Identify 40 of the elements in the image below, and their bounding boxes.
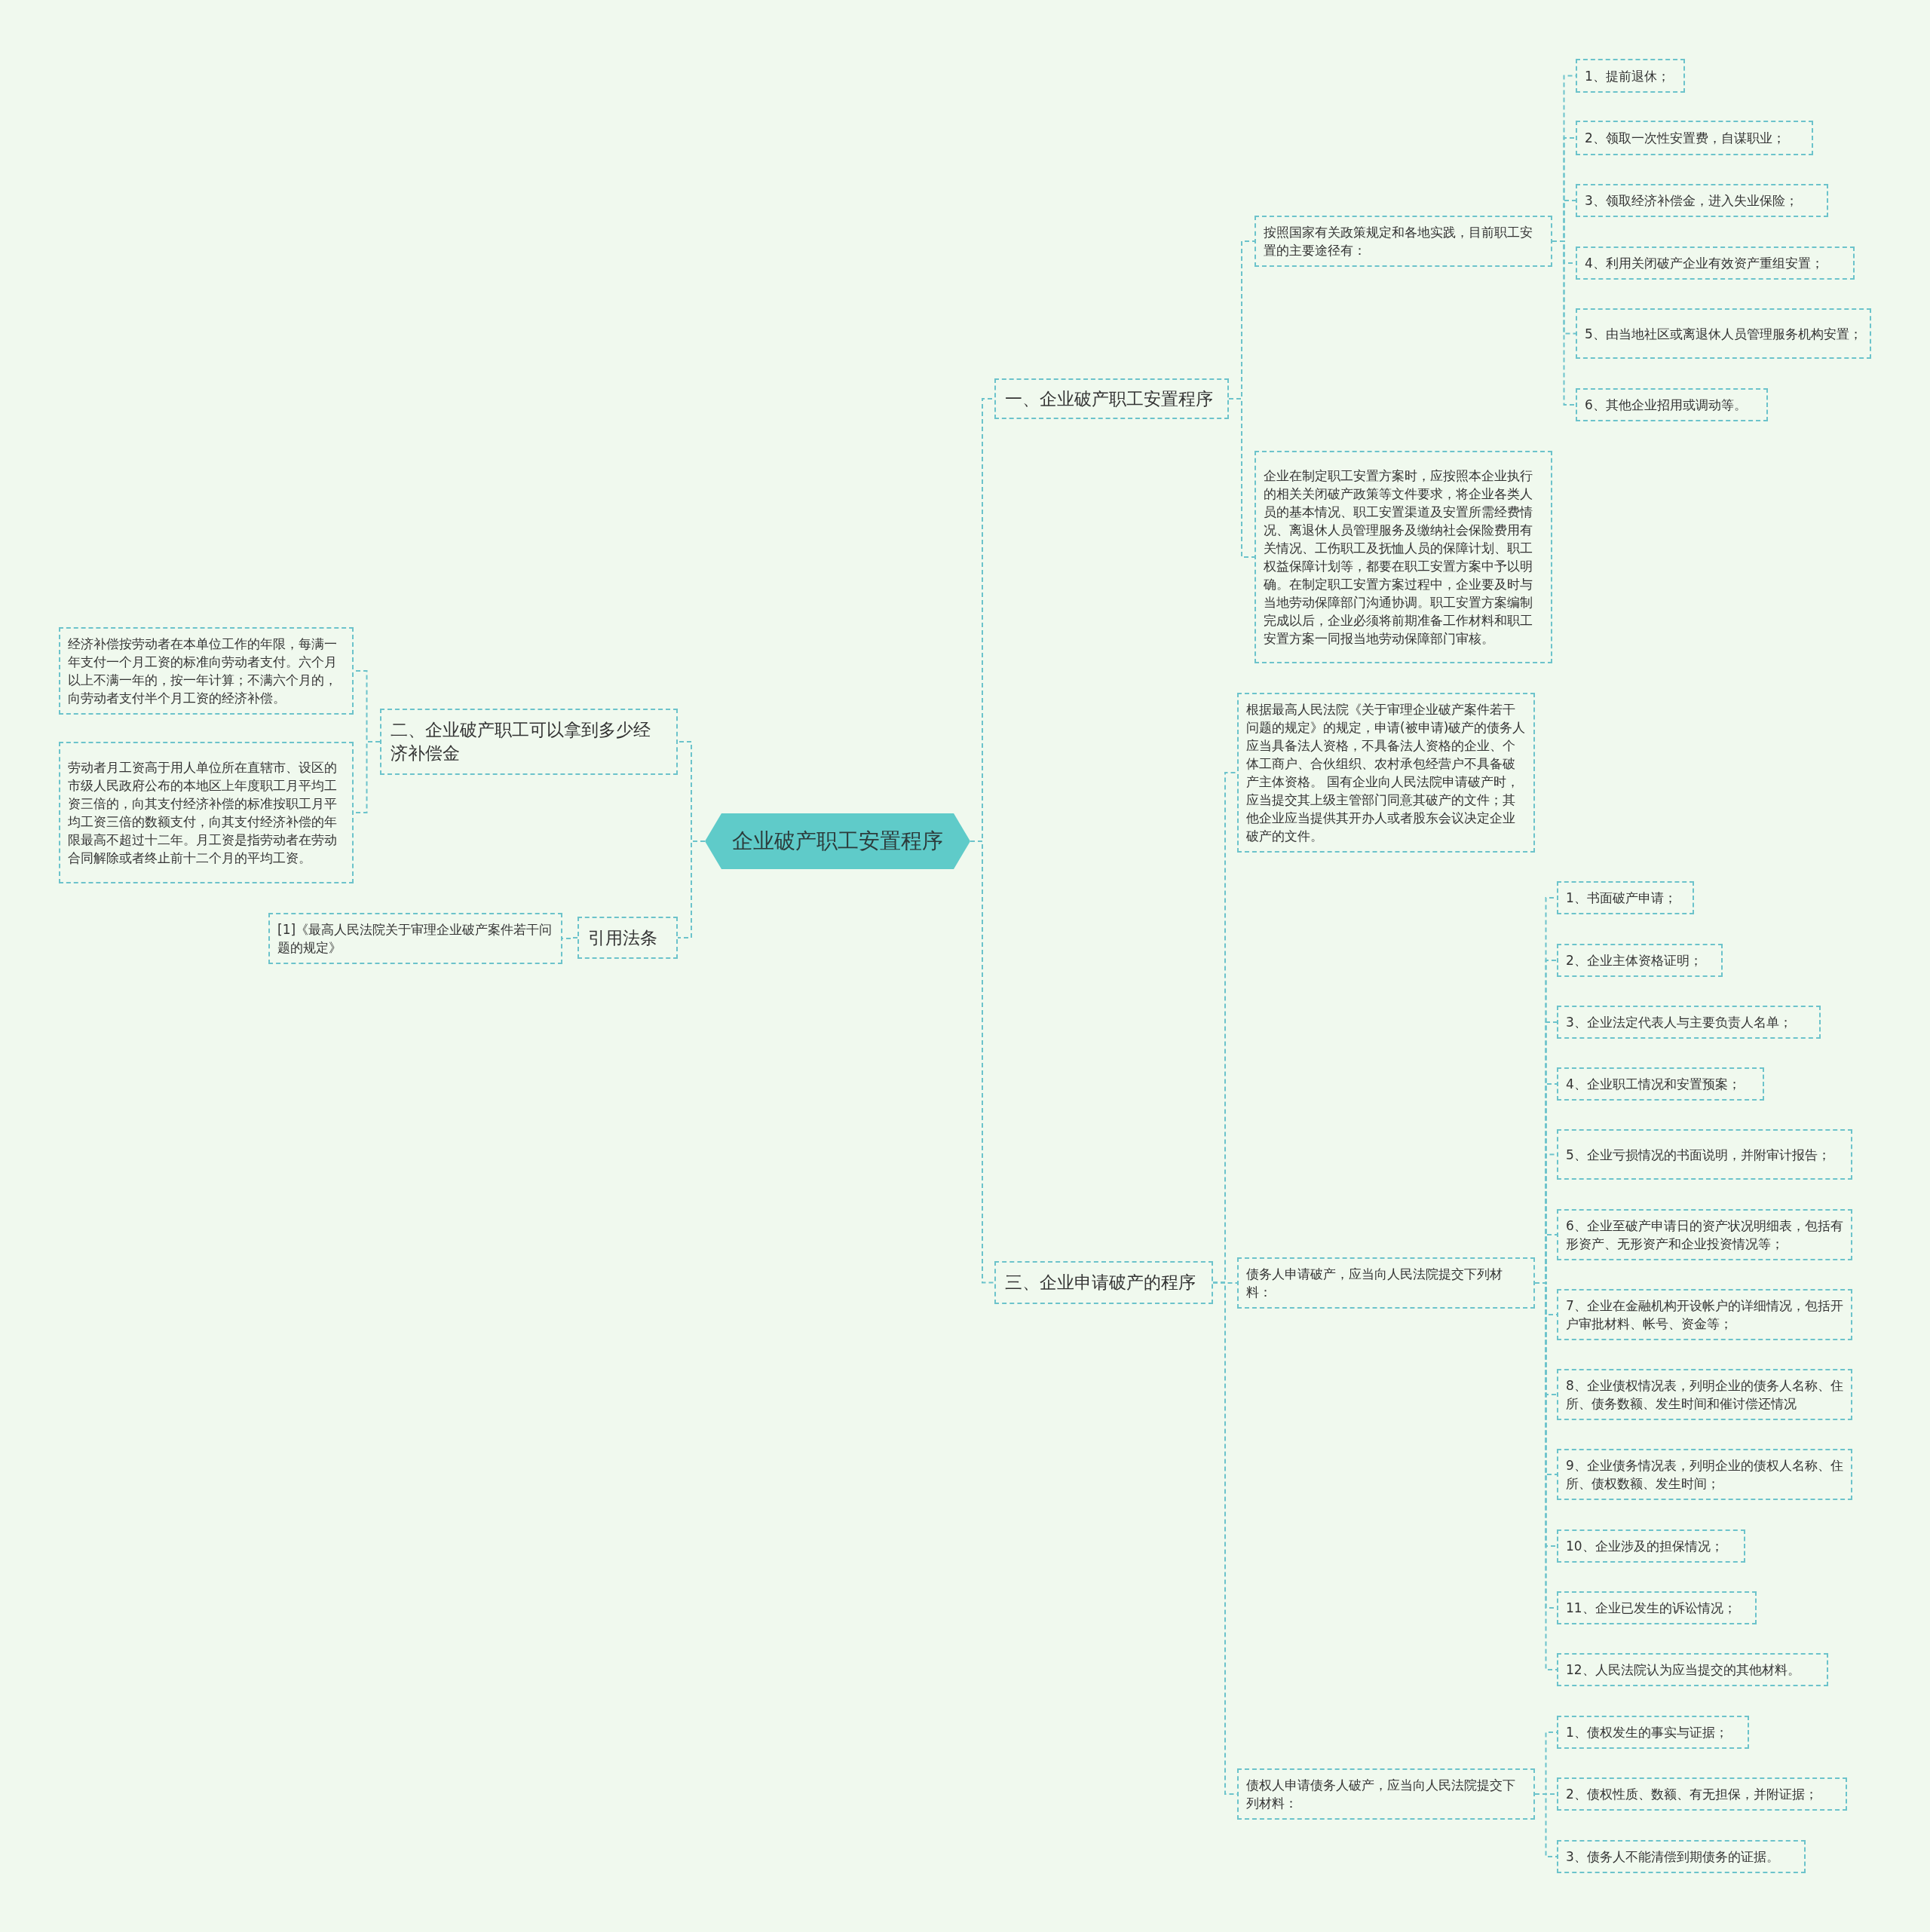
topic-box: 根据最高人民法院《关于审理企业破产案件若干问题的规定》的规定，申请(被申请)破产的债务人应当具备法人资格，不具备法人资格的企业、个体工商户、合伙组织、农村承包经营户不具备破产主体资格。 国有企业向人民法院申请破产时，应当提交其上级主管部门同意其破产的文件；其他企业应当提供其开办人或者股东会议决定企业破产的文件。 [1237,693,1535,853]
topic-box: 5、企业亏损情况的书面说明，并附审计报告； [1557,1129,1852,1180]
connector-line [1534,1793,1558,1857]
branch-topic-box: 三、企业申请破产的程序 [994,1261,1213,1304]
topic-box: 3、领取经济补偿金，进入失业保险； [1576,184,1828,217]
topic-box: 债权人申请债务人破产，应当向人民法院提交下列材料： [1237,1768,1535,1820]
topic-box: 9、企业债务情况表，列明企业的债权人名称、住所、债权数额、发生时间； [1557,1449,1852,1500]
topic-box: 经济补偿按劳动者在本单位工作的年限，每满一年支付一个月工资的标准向劳动者支付。六个月以上不满一年的，按一年计算；不满六个月的，向劳动者支付半个月工资的经济补偿。 [59,627,354,715]
topic-box: 2、债权性质、数额、有无担保，并附证据； [1557,1777,1847,1811]
topic-box: 债务人申请破产，应当向人民法院提交下列材料： [1237,1257,1535,1309]
topic-box: 2、企业主体资格证明； [1557,944,1723,977]
topic-box: 1、债权发生的事实与证据； [1557,1716,1749,1749]
topic-box: 3、企业法定代表人与主要负责人名单； [1557,1006,1821,1039]
branch-topic-box: 引用法条 [577,917,678,959]
central-topic: 企业破产职工安置程序 [705,813,970,869]
connector-line [562,937,578,939]
connector-line [1228,398,1255,558]
topic-box: 12、人民法院认为应当提交的其他材料。 [1557,1653,1828,1686]
connector-line [677,840,706,938]
topic-box: 8、企业债权情况表，列明企业的债务人名称、住所、债务数额、发生时间和催讨偿还情况 [1557,1369,1852,1420]
topic-box: 7、企业在金融机构开设帐户的详细情况，包括开户审批材料、帐号、资金等； [1557,1289,1852,1340]
connector-line [1552,240,1576,406]
topic-box: 11、企业已发生的诉讼情况； [1557,1591,1757,1624]
topic-box: 企业在制定职工安置方案时，应按照本企业执行的相关关闭破产政策等文件要求，将企业各类人员的基本情况、职工安置渠道及安置所需经费情况、离退休人员管理服务及缴纳社会保险费用有关情况、工伤职工及抚恤人员的保障计划、职工权益保障计划等，都要在职工安置方案中予以明确。在制定职工安置方案过程中，企业要及时与当地劳动保障部门沟通协调。职工安置方案编制完成以后，企业必须将前期准备工作材料和职工安置方案一同报当地劳动保障部门审核。 [1254,451,1552,663]
topic-box: 4、利用关闭破产企业有效资产重组安置； [1576,246,1855,280]
topic-box: 4、企业职工情况和安置预案； [1557,1067,1764,1101]
topic-box: 6、其他企业招用或调动等。 [1576,388,1768,421]
topic-box: 5、由当地社区或离退休人员管理服务机构安置； [1576,308,1871,359]
topic-box: [1]《最高人民法院关于审理企业破产案件若干问题的规定》 [268,913,562,964]
topic-box: 按照国家有关政策规定和各地实践，目前职工安置的主要途径有： [1254,216,1552,267]
topic-box: 2、领取一次性安置费，自谋职业； [1576,121,1813,155]
topic-box: 3、债务人不能清偿到期债务的证据。 [1557,1840,1806,1873]
branch-topic-box: 一、企业破产职工安置程序 [994,378,1229,419]
topic-box: 1、提前退休； [1576,59,1685,93]
topic-box: 6、企业至破产申请日的资产状况明细表，包括有形资产、无形资产和企业投资情况等； [1557,1209,1852,1260]
connector-line [1534,1282,1558,1670]
topic-box: 劳动者月工资高于用人单位所在直辖市、设区的市级人民政府公布的本地区上年度职工月平均工资三倍的，向其支付经济补偿的标准按职工月平均工资三倍的数额支付，向其支付经济补偿的年限最高不超过十二年。月工资是指劳动者在劳动合同解除或者终止前十二个月的平均工资。 [59,742,354,883]
branch-topic-box: 二、企业破产职工可以拿到多少经济补偿金 [380,709,678,775]
topic-box: 10、企业涉及的担保情况； [1557,1529,1745,1563]
topic-box: 1、书面破产申请； [1557,881,1694,914]
